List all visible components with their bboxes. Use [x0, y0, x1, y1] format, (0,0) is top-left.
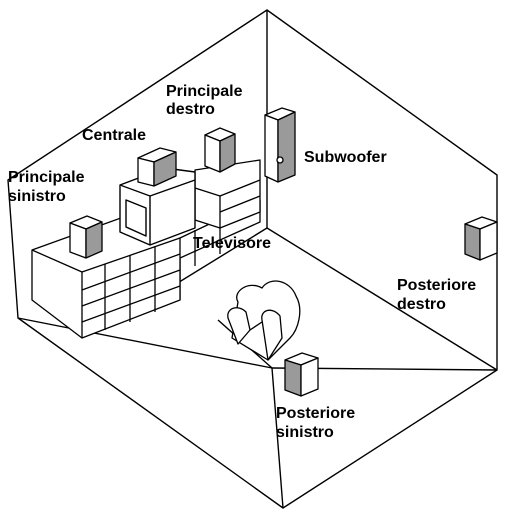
label-principale-sinistro: Principale sinistro [8, 169, 89, 205]
labels: Principale destro Centrale Subwoofer Pri… [8, 83, 481, 441]
armchair [227, 280, 301, 361]
room [7, 9, 498, 509]
rear-right-speaker-icon [464, 216, 498, 261]
subwoofer-icon [264, 107, 296, 183]
label-centrale: Centrale [82, 127, 146, 144]
label-principale-destro: Principale destro [166, 83, 247, 118]
label-posteriore-destro: Posteriore destro [397, 277, 481, 313]
television [119, 167, 196, 246]
label-subwoofer: Subwoofer [304, 149, 387, 166]
front-right-speaker-icon [204, 127, 236, 173]
rear-left-speaker-icon [284, 352, 319, 397]
label-televisore: Televisore [193, 235, 271, 252]
center-speaker-icon [137, 147, 177, 187]
front-left-speaker-icon [69, 215, 103, 259]
label-posteriore-sinistro: Posteriore sinistro [276, 405, 360, 441]
